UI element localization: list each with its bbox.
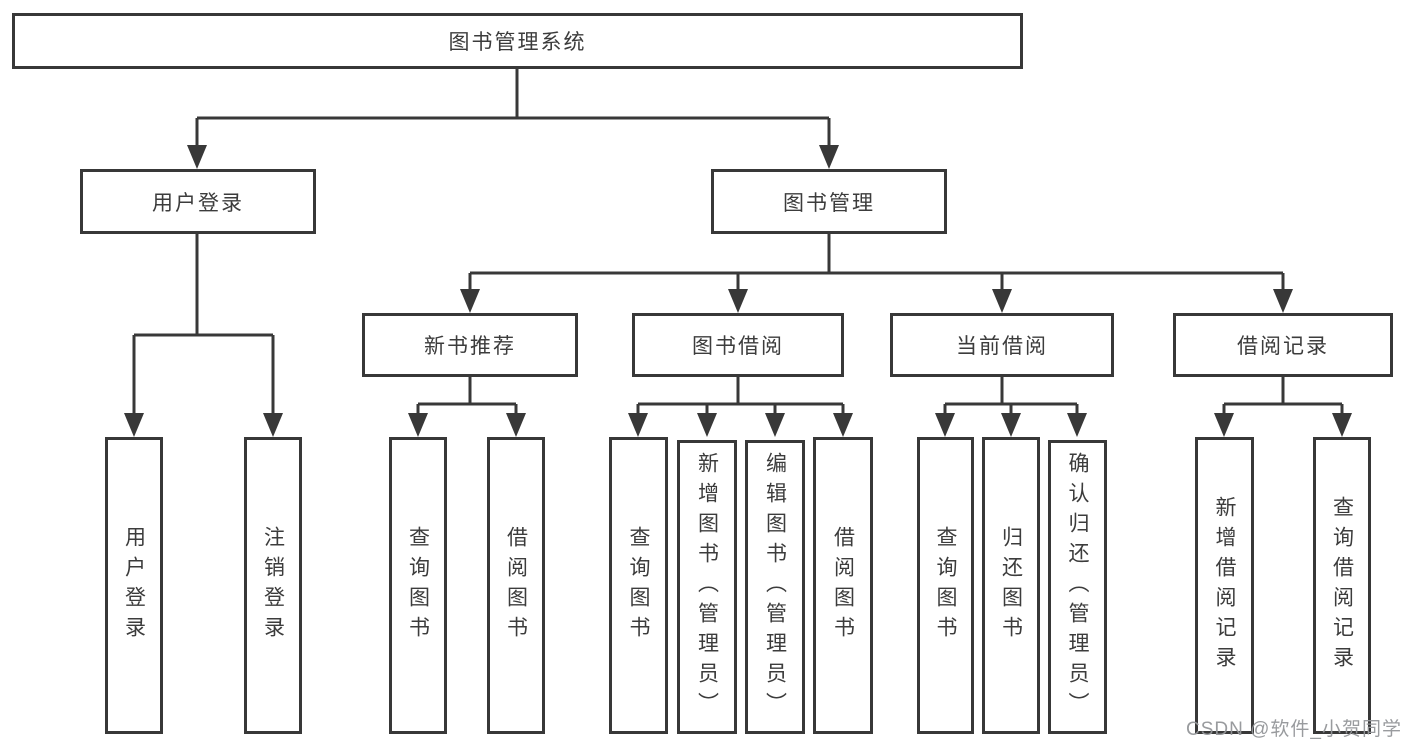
leaf-br-add-record: 新增借阅记录 xyxy=(1195,437,1254,734)
node-book-management: 图书管理 xyxy=(711,169,947,234)
node-borrow-records: 借阅记录 xyxy=(1173,313,1393,377)
node-book-borrow: 图书借阅 xyxy=(632,313,844,377)
leaf-br-query-record: 查询借阅记录 xyxy=(1313,437,1371,734)
node-root: 图书管理系统 xyxy=(12,13,1023,69)
connector-book-borrow-children xyxy=(628,376,853,437)
node-new-book-recommend: 新书推荐 xyxy=(362,313,578,377)
leaf-cb-confirm-return-admin: 确认归还（管理员） xyxy=(1048,440,1107,734)
leaf-nb-query-books: 查询图书 xyxy=(389,437,447,734)
leaf-cb-query-books: 查询图书 xyxy=(917,437,974,734)
connector-current-borrow-children xyxy=(935,376,1087,437)
leaf-bb-query-books: 查询图书 xyxy=(609,437,668,734)
watermark: CSDN @软件_小贺同学 xyxy=(1186,719,1402,740)
leaf-user-login: 用户登录 xyxy=(105,437,163,734)
leaf-logout: 注销登录 xyxy=(244,437,302,734)
leaf-bb-add-books-admin: 新增图书（管理员） xyxy=(677,440,737,734)
connector-user-login-children xyxy=(124,233,283,437)
connector-book-management-sections xyxy=(460,233,1293,313)
leaf-nb-borrow-books: 借阅图书 xyxy=(487,437,545,734)
connector-new-book-children xyxy=(408,376,526,437)
leaf-cb-return-books: 归还图书 xyxy=(982,437,1040,734)
node-user-login: 用户登录 xyxy=(80,169,316,234)
leaf-bb-borrow-books: 借阅图书 xyxy=(813,437,873,734)
connector-root-to-branches xyxy=(187,68,839,169)
leaf-bb-edit-books-admin: 编辑图书（管理员） xyxy=(745,440,805,734)
connector-borrow-records-children xyxy=(1214,376,1352,437)
node-current-borrow: 当前借阅 xyxy=(890,313,1114,377)
